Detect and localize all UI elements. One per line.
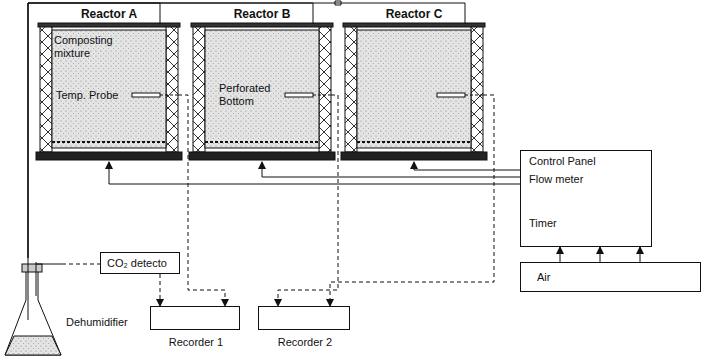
connector-line: [262, 162, 520, 177]
reactor: Reactor BPerforated Bottom: [193, 24, 331, 162]
connector: [414, 162, 520, 170]
reactor: Reactor C: [345, 24, 483, 162]
dehumidifier-flask: Dehumidifier: [4, 258, 62, 358]
air-supply-box: Air: [520, 262, 701, 292]
node-label: Recorder 2: [259, 336, 351, 349]
reactor-frame: [189, 23, 335, 160]
node-label: CO₂ detecto: [107, 257, 167, 270]
node-label: Reactor C: [345, 7, 483, 21]
connector: [560, 247, 640, 262]
connector: [330, 95, 494, 306]
node-note: Perforated Bottom: [219, 82, 279, 108]
connector-line: [109, 162, 520, 184]
reactor-frame: [36, 23, 182, 160]
connector-line: [600, 247, 601, 262]
connector: [160, 274, 161, 306]
connector-line: [62, 264, 100, 265]
recorder-box: Recorder 1: [150, 306, 240, 330]
node-label: Air: [537, 271, 550, 284]
node-label: Control Panel: [529, 155, 596, 168]
connector: [28, 3, 313, 258]
connector-line: [28, 3, 160, 258]
reactor-frame: [341, 23, 487, 160]
connector: [28, 3, 465, 258]
node-label: Dehumidifier: [66, 316, 128, 329]
flask-symbol: [5, 258, 62, 355]
connector: [28, 3, 160, 258]
co2-detector-box: CO₂ detecto: [100, 252, 180, 274]
connector-line: [640, 247, 641, 262]
connector: [178, 95, 225, 306]
connector-line: [560, 247, 561, 262]
connector-line: [178, 95, 225, 306]
control-panel: Control PanelFlow meterTimer: [520, 150, 652, 247]
node-label: Reactor B: [193, 7, 331, 21]
recorder-box: Recorder 2: [258, 306, 350, 330]
connector-line: [278, 95, 338, 306]
connector-line: [28, 3, 465, 258]
connector-line: [28, 3, 313, 258]
connector: [109, 162, 520, 184]
connector: [278, 95, 338, 306]
connector-line: [330, 95, 494, 306]
node-label: Recorder 1: [151, 336, 241, 349]
node-note: Flow meter: [529, 173, 583, 186]
connector: [262, 162, 520, 177]
node-note: Timer: [529, 217, 557, 230]
node-note: Composting mixture: [54, 34, 118, 60]
connector-line: [160, 274, 161, 306]
reactor: Reactor AComposting mixtureTemp. Probe: [40, 24, 178, 162]
connector: [62, 264, 100, 265]
node-label: Reactor A: [40, 7, 178, 21]
connector-line: [414, 162, 520, 170]
node-note: Temp. Probe: [56, 89, 118, 102]
